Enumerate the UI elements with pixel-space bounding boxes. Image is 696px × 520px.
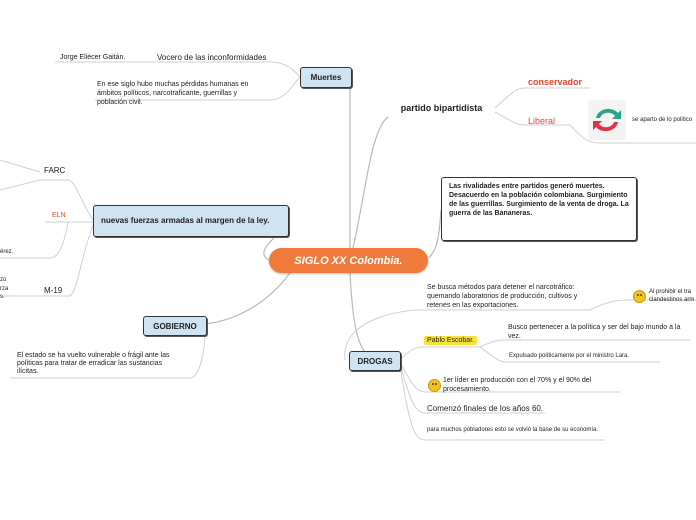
fuerzas-eln-note-label: érez.: [0, 249, 14, 255]
muertes-item-gaitan[interactable]: Jorge Eliécer Gaitán.: [60, 54, 125, 61]
fuerzas-m19-note-3: s.: [0, 293, 5, 301]
muertes-item-gaitan-label: Jorge Eliécer Gaitán.: [60, 54, 126, 61]
muertes-item-perdidas[interactable]: En ese siglo hubo muchas pérdidas humana…: [97, 80, 267, 107]
drogas-item-metodos-label: Se busca métodos para detener el narcotr…: [427, 284, 578, 309]
fuerzas-m19[interactable]: M-19: [44, 286, 62, 295]
partido-conservador[interactable]: conservador: [528, 77, 582, 87]
fuerzas-farc[interactable]: FARC: [44, 166, 65, 175]
node-drogas-label: DROGAS: [357, 356, 393, 366]
drogas-item-economia-label: para muchos pobladores esto se volvió la…: [427, 427, 599, 433]
fuerzas-eln[interactable]: ELN: [52, 212, 66, 219]
recycle-icon: [588, 100, 626, 140]
partido-liberal-label: Liberal: [528, 116, 556, 126]
drogas-item-metodos-note-label: Al prohibir el tra clandestinos arm: [649, 289, 695, 303]
node-partido-bipartidista[interactable]: partido bipartidista: [388, 99, 495, 117]
node-gobierno-label: GOBIERNO: [153, 321, 197, 331]
muertes-item-vocero-label: Vocero de las inconformidades: [157, 53, 267, 62]
central-topic-label: SIGLO XX Colombia.: [294, 254, 403, 267]
drogas-item-metodos-note[interactable]: Al prohibir el tra clandestinos arm: [649, 288, 696, 304]
fuerzas-farc-label: FARC: [44, 166, 66, 175]
drogas-item-lider[interactable]: 1er líder en producción con el 70% y el …: [443, 376, 618, 394]
node-drogas[interactable]: DROGAS: [349, 351, 401, 371]
central-topic[interactable]: SIGLO XX Colombia.: [269, 248, 428, 273]
fuerzas-m19-label: M-19: [44, 286, 63, 295]
node-muertes-label: Muertes: [310, 73, 342, 82]
fuerzas-m19-note-1-label: zo: [0, 277, 7, 283]
drogas-item-comenzo-label: Comenzó finales de los años 60.: [427, 404, 544, 413]
fuerzas-m19-note-2: rza: [0, 285, 8, 293]
smiley-icon-2: [428, 379, 441, 392]
liberal-note[interactable]: se aparto de lo politico: [632, 116, 692, 124]
drogas-item-lider-label: 1er líder en producción con el 70% y el …: [443, 377, 592, 393]
node-muertes[interactable]: Muertes: [300, 67, 352, 88]
node-fuerzas-armadas[interactable]: nuevas fuerzas armadas al margen de la l…: [93, 205, 289, 237]
partido-conservador-label: conservador: [528, 77, 583, 87]
drogas-escobar-expulsado[interactable]: Expulsado políticamente por el ministro …: [509, 352, 629, 360]
fuerzas-m19-note-1: zo: [0, 276, 6, 284]
fuerzas-eln-label: ELN: [52, 212, 66, 219]
drogas-escobar-politica-label: Busco pertenecer a la política y ser del…: [508, 324, 681, 340]
muertes-item-perdidas-label: En ese siglo hubo muchas pérdidas humana…: [97, 81, 249, 106]
drogas-item-metodos[interactable]: Se busca métodos para detener el narcotr…: [427, 283, 597, 310]
node-rivalidades[interactable]: Las rivalidades entre partidos generó mu…: [441, 177, 637, 241]
fuerzas-eln-note[interactable]: érez.: [0, 248, 13, 256]
gobierno-text[interactable]: El estado se ha vuelto vulnerable o frág…: [17, 352, 185, 376]
drogas-item-economia[interactable]: para muchos pobladores esto se volvió la…: [427, 426, 602, 434]
gobierno-text-label: El estado se ha vuelto vulnerable o frág…: [17, 352, 170, 375]
partido-liberal[interactable]: Liberal: [528, 116, 555, 126]
node-fuerzas-label: nuevas fuerzas armadas al margen de la l…: [101, 216, 270, 225]
smiley-icon: [633, 290, 646, 303]
drogas-item-comenzo[interactable]: Comenzó finales de los años 60.: [427, 404, 543, 413]
node-rivalidades-label: Las rivalidades entre partidos generó mu…: [449, 183, 629, 217]
drogas-escobar-politica[interactable]: Busco pertenecer a la política y ser del…: [508, 323, 688, 341]
liberal-note-label: se aparto de lo politico: [632, 117, 693, 123]
drogas-escobar-expulsado-label: Expulsado políticamente por el ministro …: [509, 353, 630, 359]
muertes-item-vocero[interactable]: Vocero de las inconformidades: [157, 53, 266, 63]
node-gobierno[interactable]: GOBIERNO: [143, 316, 207, 336]
fuerzas-m19-note-2-label: rza: [0, 286, 9, 292]
drogas-escobar-label: Pablo Escobar.: [427, 337, 475, 344]
drogas-escobar-badge[interactable]: Pablo Escobar.: [424, 336, 478, 345]
fuerzas-m19-note-3-label: s.: [0, 294, 5, 300]
node-partido-label: partido bipartidista: [400, 103, 483, 113]
